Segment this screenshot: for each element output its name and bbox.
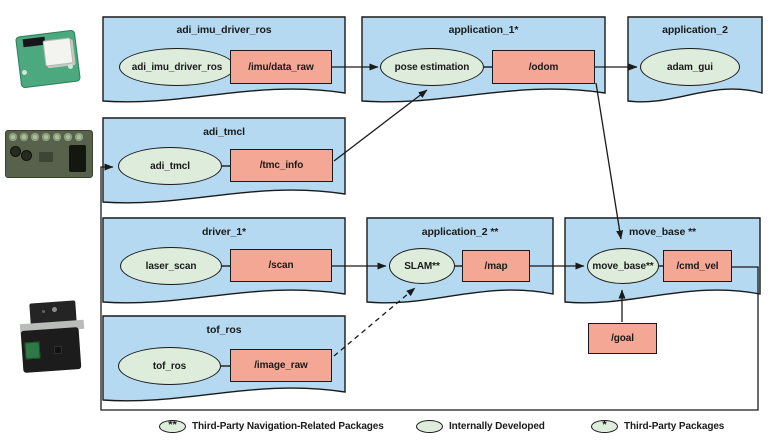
legend-symbol-third-party-packages: * xyxy=(591,420,618,433)
package-title-application-2-slam: application_2 ** xyxy=(421,226,499,238)
legend-label-third-party-packages: Third-Party Packages xyxy=(624,421,725,432)
node-pose-estimation: pose estimation xyxy=(380,48,484,86)
imu-sensor-board-image xyxy=(12,26,88,90)
package-title-adi-tmcl: adi_tmcl xyxy=(203,126,245,138)
node-slam: SLAM** xyxy=(389,248,455,284)
topic-map: /map xyxy=(462,250,530,282)
topic-scan: /scan xyxy=(230,249,332,282)
node-adi-tmcl: adi_tmcl xyxy=(118,147,222,185)
node-adi-imu-driver-ros: adi_imu_driver_ros xyxy=(119,48,235,86)
legend-label-internally-developed: Internally Developed xyxy=(449,421,545,432)
package-title-move-base: move_base ** xyxy=(628,226,697,238)
legend-symbol-internally-developed xyxy=(416,420,443,433)
package-title-application-2: application_2 xyxy=(662,24,728,36)
arrow-cmd-vel-feedback-loop xyxy=(100,163,759,411)
legend-label-third-party-navigation: Third-Party Navigation-Related Packages xyxy=(192,421,384,432)
node-tof-ros: tof_ros xyxy=(118,347,221,385)
arrow-tmc-info-to-pose-estimation xyxy=(333,89,428,162)
topic-cmd-vel: /cmd_vel xyxy=(663,250,732,282)
package-title-driver-1: driver_1* xyxy=(201,226,247,238)
arrow-odom-to-move-base xyxy=(595,82,624,240)
topic-tmc-info: /tmc_info xyxy=(230,149,333,182)
motor-controller-board-image xyxy=(5,128,93,180)
topic-image-raw: /image_raw xyxy=(230,349,332,382)
topic-odom: /odom xyxy=(492,50,595,84)
tof-camera-module-image xyxy=(14,298,90,378)
legend-symbol-third-party-navigation: ** xyxy=(159,420,186,433)
package-title-tof-ros: tof_ros xyxy=(206,324,242,336)
node-move-base: move_base** xyxy=(587,248,659,284)
node-laser-scan: laser_scan xyxy=(120,247,222,285)
package-title-application-1: application_1* xyxy=(448,24,519,36)
package-title-adi-imu-driver-ros: adi_imu_driver_ros xyxy=(176,24,272,36)
topic-imu-data-raw: /imu/data_raw xyxy=(230,50,332,84)
node-adam-gui: adam_gui xyxy=(640,48,740,86)
topic-goal: /goal xyxy=(588,323,657,354)
